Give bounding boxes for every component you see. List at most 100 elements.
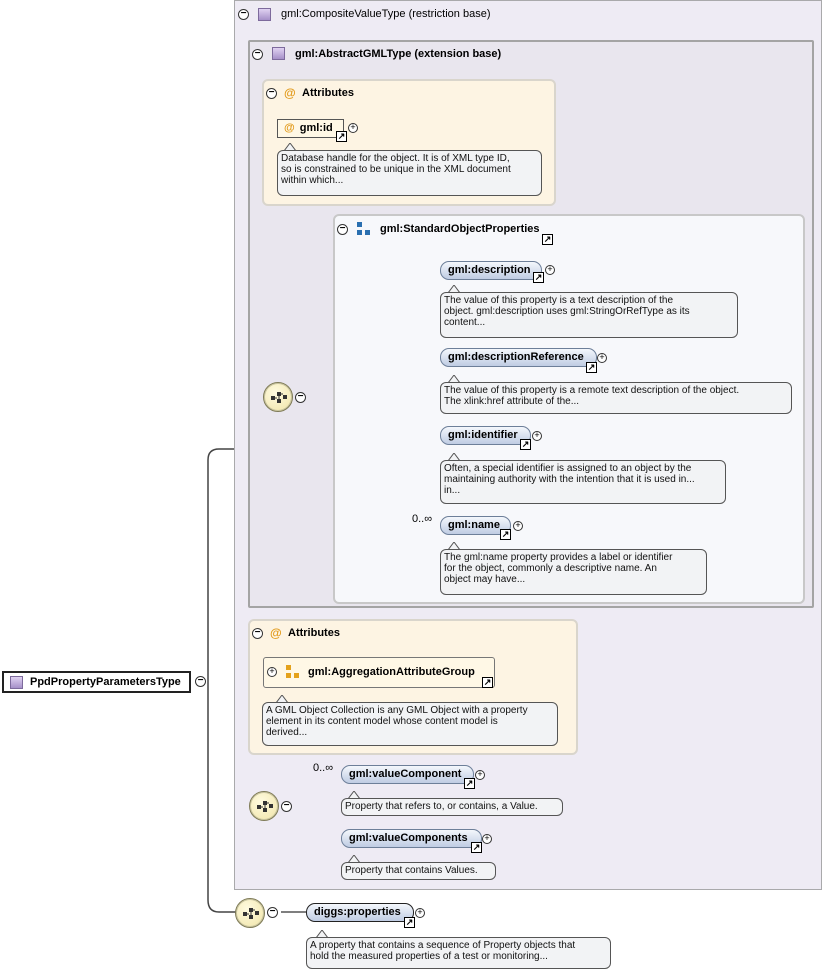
- value-component-documentation: Property that refers to, or contains, a …: [341, 798, 563, 816]
- doc-tip: [284, 143, 296, 151]
- doc-line: content...: [444, 317, 486, 328]
- complex-type-icon: [10, 676, 23, 689]
- arrow-link-icon[interactable]: ↗: [500, 529, 511, 540]
- aggregation-documentation: A GML Object Collection is any GML Objec…: [262, 702, 558, 746]
- doc-tip: [448, 285, 460, 293]
- attributes-collapse-icon[interactable]: −: [252, 628, 263, 639]
- sequence-icon[interactable]: [249, 791, 279, 821]
- composite-collapse-icon[interactable]: −: [238, 9, 249, 20]
- arrow-link-icon[interactable]: ↗: [404, 917, 415, 928]
- doc-tip: [276, 695, 288, 703]
- sequence-glyph: [243, 908, 259, 919]
- minus-circle-icon[interactable]: −: [295, 392, 306, 403]
- element-label: gml:valueComponents: [349, 832, 468, 844]
- doc-tip: [348, 855, 360, 863]
- description-reference-documentation: The value of this property is a remote t…: [440, 382, 792, 414]
- group-icon: [357, 222, 370, 235]
- plus-circle-icon[interactable]: +: [513, 521, 523, 531]
- doc-line: A property that contains a sequence of P…: [310, 940, 576, 951]
- arrow-link-icon[interactable]: ↗: [464, 778, 475, 789]
- identifier-documentation: Often, a special identifier is assigned …: [440, 460, 726, 504]
- root-collapse-icon[interactable]: −: [195, 676, 206, 687]
- sequence-icon[interactable]: [235, 898, 265, 928]
- arrow-link-icon[interactable]: ↗: [586, 362, 597, 373]
- aggregation-attribute-group[interactable]: gml:AggregationAttributeGroup: [263, 657, 495, 688]
- doc-line: so is constrained to be unique in the XM…: [281, 164, 511, 175]
- sequence-icon[interactable]: [263, 382, 293, 412]
- element-label: gml:valueComponent: [349, 768, 462, 780]
- doc-line: within which...: [281, 175, 344, 186]
- attribute-group-icon: [286, 665, 299, 678]
- at-sign-icon: @: [270, 626, 282, 640]
- attributes-collapse-icon[interactable]: −: [266, 88, 277, 99]
- occurs-label: 0..∞: [412, 513, 433, 525]
- abstract-title: gml:AbstractGMLType (extension base): [295, 48, 502, 60]
- plus-circle-icon[interactable]: +: [415, 908, 425, 918]
- root-type-label: PpdPropertyParametersType: [30, 676, 181, 688]
- doc-line: The value of this property is a text des…: [444, 295, 674, 306]
- at-sign-icon: @: [284, 122, 295, 134]
- arrow-link-icon[interactable]: ↗: [482, 677, 493, 688]
- element-identifier[interactable]: gml:identifier: [440, 426, 531, 445]
- plus-circle-icon[interactable]: +: [532, 431, 542, 441]
- standard-properties-title: gml:StandardObjectProperties: [380, 223, 540, 235]
- doc-line: derived...: [266, 727, 308, 738]
- sequence-glyph: [271, 392, 287, 403]
- doc-line: A GML Object Collection is any GML Objec…: [266, 705, 528, 716]
- doc-tip: [448, 375, 460, 383]
- element-description-reference[interactable]: gml:descriptionReference: [440, 348, 597, 367]
- element-label: gml:identifier: [448, 429, 518, 441]
- sequence-glyph: [257, 801, 273, 812]
- doc-tip: [448, 542, 460, 550]
- attributes-title: Attributes: [288, 627, 340, 639]
- group-label: gml:AggregationAttributeGroup: [308, 666, 475, 678]
- arrow-link-icon[interactable]: ↗: [533, 272, 544, 283]
- doc-line: element in its content model whose conte…: [266, 716, 498, 727]
- plus-circle-icon[interactable]: +: [597, 353, 607, 363]
- element-value-component[interactable]: gml:valueComponent: [341, 765, 474, 784]
- plus-circle-icon[interactable]: +: [348, 123, 358, 133]
- element-diggs-properties[interactable]: diggs:properties: [306, 903, 414, 922]
- value-components-documentation: Property that contains Values.: [341, 862, 496, 880]
- doc-line: Often, a special identifier is assigned …: [444, 463, 692, 474]
- complex-type-icon: [272, 47, 285, 60]
- element-description[interactable]: gml:description: [440, 261, 542, 280]
- doc-line: The value of this property is a remote t…: [444, 385, 740, 396]
- doc-line: object may have...: [444, 574, 526, 585]
- gml-id-attribute[interactable]: @ gml:id: [277, 119, 344, 138]
- attributes-title: Attributes: [302, 87, 354, 99]
- composite-title: gml:CompositeValueType (restriction base…: [281, 8, 491, 20]
- standard-properties-collapse-icon[interactable]: −: [337, 224, 348, 235]
- element-label: diggs:properties: [314, 906, 401, 918]
- name-documentation: The gml:name property provides a label o…: [440, 549, 707, 595]
- minus-circle-icon[interactable]: −: [281, 801, 292, 812]
- arrow-link-icon[interactable]: ↗: [520, 439, 531, 450]
- minus-circle-icon[interactable]: −: [267, 907, 278, 918]
- doc-line: The xlink:href attribute of the...: [444, 396, 580, 407]
- gml-id-documentation: Database handle for the object. It is of…: [277, 150, 542, 196]
- description-documentation: The value of this property is a text des…: [440, 292, 738, 338]
- element-label: gml:name: [448, 519, 500, 531]
- arrow-link-icon[interactable]: ↗: [542, 234, 553, 245]
- element-label: gml:descriptionReference: [448, 351, 584, 363]
- plus-circle-icon[interactable]: +: [545, 265, 555, 275]
- doc-line: Property that refers to, or contains, a …: [345, 801, 538, 812]
- arrow-link-icon[interactable]: ↗: [336, 131, 347, 142]
- at-sign-icon: @: [284, 86, 296, 100]
- complex-type-icon: [258, 8, 271, 21]
- doc-tip: [448, 453, 460, 461]
- abstract-collapse-icon[interactable]: −: [252, 49, 263, 60]
- plus-circle-icon[interactable]: +: [482, 834, 492, 844]
- gml-id-label: gml:id: [299, 122, 333, 134]
- element-value-components[interactable]: gml:valueComponents: [341, 829, 482, 848]
- plus-circle-icon[interactable]: +: [475, 770, 485, 780]
- doc-line: Database handle for the object. It is of…: [281, 153, 510, 164]
- element-label: gml:description: [448, 264, 531, 276]
- plus-circle-icon[interactable]: +: [267, 667, 277, 677]
- doc-line: The gml:name property provides a label o…: [444, 552, 673, 563]
- root-type-box[interactable]: PpdPropertyParametersType: [2, 671, 191, 693]
- element-name[interactable]: gml:name: [440, 516, 511, 535]
- diggs-properties-documentation: A property that contains a sequence of P…: [306, 937, 611, 969]
- doc-tip: [316, 930, 328, 938]
- arrow-link-icon[interactable]: ↗: [471, 842, 482, 853]
